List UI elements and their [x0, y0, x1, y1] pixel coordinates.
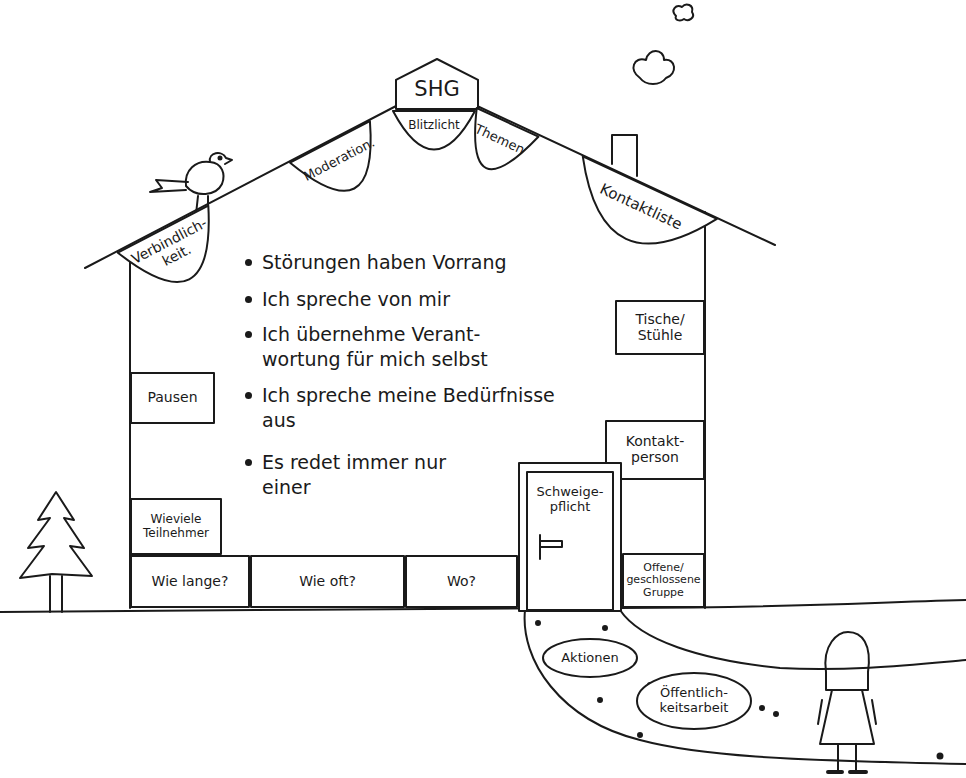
wall-box: Tische/ Stühle — [615, 300, 705, 355]
node-label: Verbindlich- keit. — [125, 213, 221, 283]
roof-line — [85, 105, 398, 268]
tree — [20, 492, 92, 612]
roof-scallop: Moderation. — [289, 120, 396, 210]
node-label: Kontakt- person — [611, 434, 699, 465]
path-stone: Aktionen — [542, 638, 638, 678]
smoke-cloud — [633, 51, 674, 84]
path-stone: Öffentlich- keitsarbeit — [636, 672, 752, 730]
node-text-area: Wie oft? — [250, 555, 405, 608]
title-peak: SHG — [395, 58, 479, 110]
node-label: Wieviele Teilnehmer — [136, 513, 216, 540]
node-label: Wie oft? — [299, 574, 356, 590]
node-label: Moderation. — [302, 135, 378, 184]
bullet-dot — [245, 392, 252, 399]
node-label: Blitzlicht — [408, 119, 459, 132]
roof-scallop: Verbindlich- keit. — [117, 204, 236, 303]
rule-text: Es redet immer nur einer — [262, 450, 492, 499]
bullet-dot — [245, 331, 252, 338]
node-outline — [518, 462, 622, 608]
door: Schweige- pflicht — [518, 462, 622, 608]
bird — [150, 153, 232, 214]
node-label: Themen — [472, 122, 526, 158]
house-wall — [704, 212, 706, 608]
node-label: Offene/ geschlossene Gruppe — [626, 562, 700, 599]
node-text-area: Aktionen — [542, 638, 638, 678]
node-label: Schweige- pflicht — [528, 485, 612, 514]
foundation-box: Wie lange? — [130, 555, 250, 608]
node-text-area: Wie lange? — [130, 555, 250, 608]
node-text-area: Öffentlich- keitsarbeit — [636, 672, 752, 730]
wall-box: Pausen — [130, 372, 215, 424]
foundation-box: Wie oft? — [250, 555, 405, 608]
node-label: Pausen — [147, 390, 197, 406]
rule-text: Störungen haben Vorrang — [262, 250, 582, 275]
wall-box: Wieviele Teilnehmer — [130, 498, 222, 555]
node-text-area: Tische/ Stühle — [615, 300, 705, 355]
bullet-dot — [245, 459, 252, 466]
node-label: Öffentlich- keitsarbeit — [642, 686, 746, 715]
bullet-dot — [245, 259, 252, 266]
smoke-cloud — [674, 5, 694, 21]
girl-figure — [818, 632, 876, 772]
roof-scallop: Blitzlicht — [392, 110, 476, 150]
rule-text: Ich spreche von mir — [262, 287, 582, 312]
node-label: SHG — [414, 78, 459, 102]
node-text-area: Blitzlicht — [392, 110, 476, 141]
foundation-box: Wo? — [405, 555, 518, 608]
foundation-box: Offene/ geschlossene Gruppe — [622, 553, 705, 608]
node-label: Tische/ Stühle — [621, 312, 699, 343]
node-text-area: Pausen — [130, 372, 215, 424]
node-text-area: SHG — [395, 69, 479, 110]
node-text-area: Schweige- pflicht — [518, 476, 622, 524]
node-text-area: Offene/ geschlossene Gruppe — [622, 553, 705, 608]
bullet-dot — [245, 296, 252, 303]
node-text-area: Wieviele Teilnehmer — [130, 498, 222, 555]
node-label: Wie lange? — [152, 574, 229, 590]
rule-text: Ich spreche meine Bedürfnisse aus — [262, 383, 562, 432]
node-text-area: Wo? — [405, 555, 518, 608]
chimney — [612, 135, 637, 176]
node-label: Wo? — [447, 574, 476, 590]
garden-path — [525, 610, 966, 764]
node-label: Aktionen — [561, 651, 619, 666]
rule-text: Ich übernehme Verant- wortung für mich s… — [262, 322, 562, 371]
